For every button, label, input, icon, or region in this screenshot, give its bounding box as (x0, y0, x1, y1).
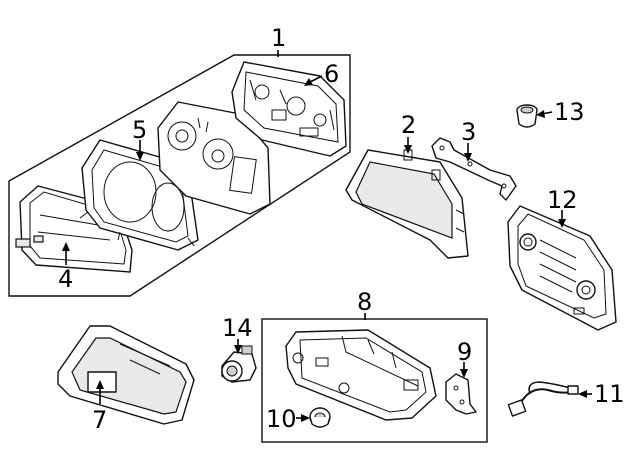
callout-2: 2 (401, 111, 417, 139)
circuit-board-part (231, 61, 347, 157)
head-unit-part (285, 329, 437, 421)
small-bracket-part (445, 373, 477, 415)
callout-11: 11 (594, 380, 625, 408)
callout-12: 12 (547, 186, 578, 214)
callout-4: 4 (58, 265, 74, 293)
gauge-face-part (157, 101, 271, 215)
switch-part (221, 345, 257, 383)
callout-3: 3 (461, 118, 477, 146)
callout-8: 8 (357, 288, 373, 316)
unit-assembly-frame (261, 318, 488, 443)
callout-7: 7 (92, 406, 108, 434)
knob-cap-part (516, 104, 538, 128)
trim-bezel-part (57, 325, 195, 425)
callout-9: 9 (457, 338, 473, 366)
display-monitor-part (345, 149, 469, 259)
control-panel-part (507, 205, 617, 331)
callout-5: 5 (132, 116, 148, 144)
callout-14: 14 (222, 314, 253, 342)
callout-13: 13 (554, 98, 585, 126)
callout-10: 10 (266, 405, 297, 433)
cluster-assembly-frame (8, 54, 351, 297)
callout-6: 6 (324, 60, 340, 88)
wire-harness-part (507, 381, 579, 417)
callout-1: 1 (271, 24, 287, 52)
knob-part (309, 407, 331, 428)
bracket-part (431, 137, 517, 201)
